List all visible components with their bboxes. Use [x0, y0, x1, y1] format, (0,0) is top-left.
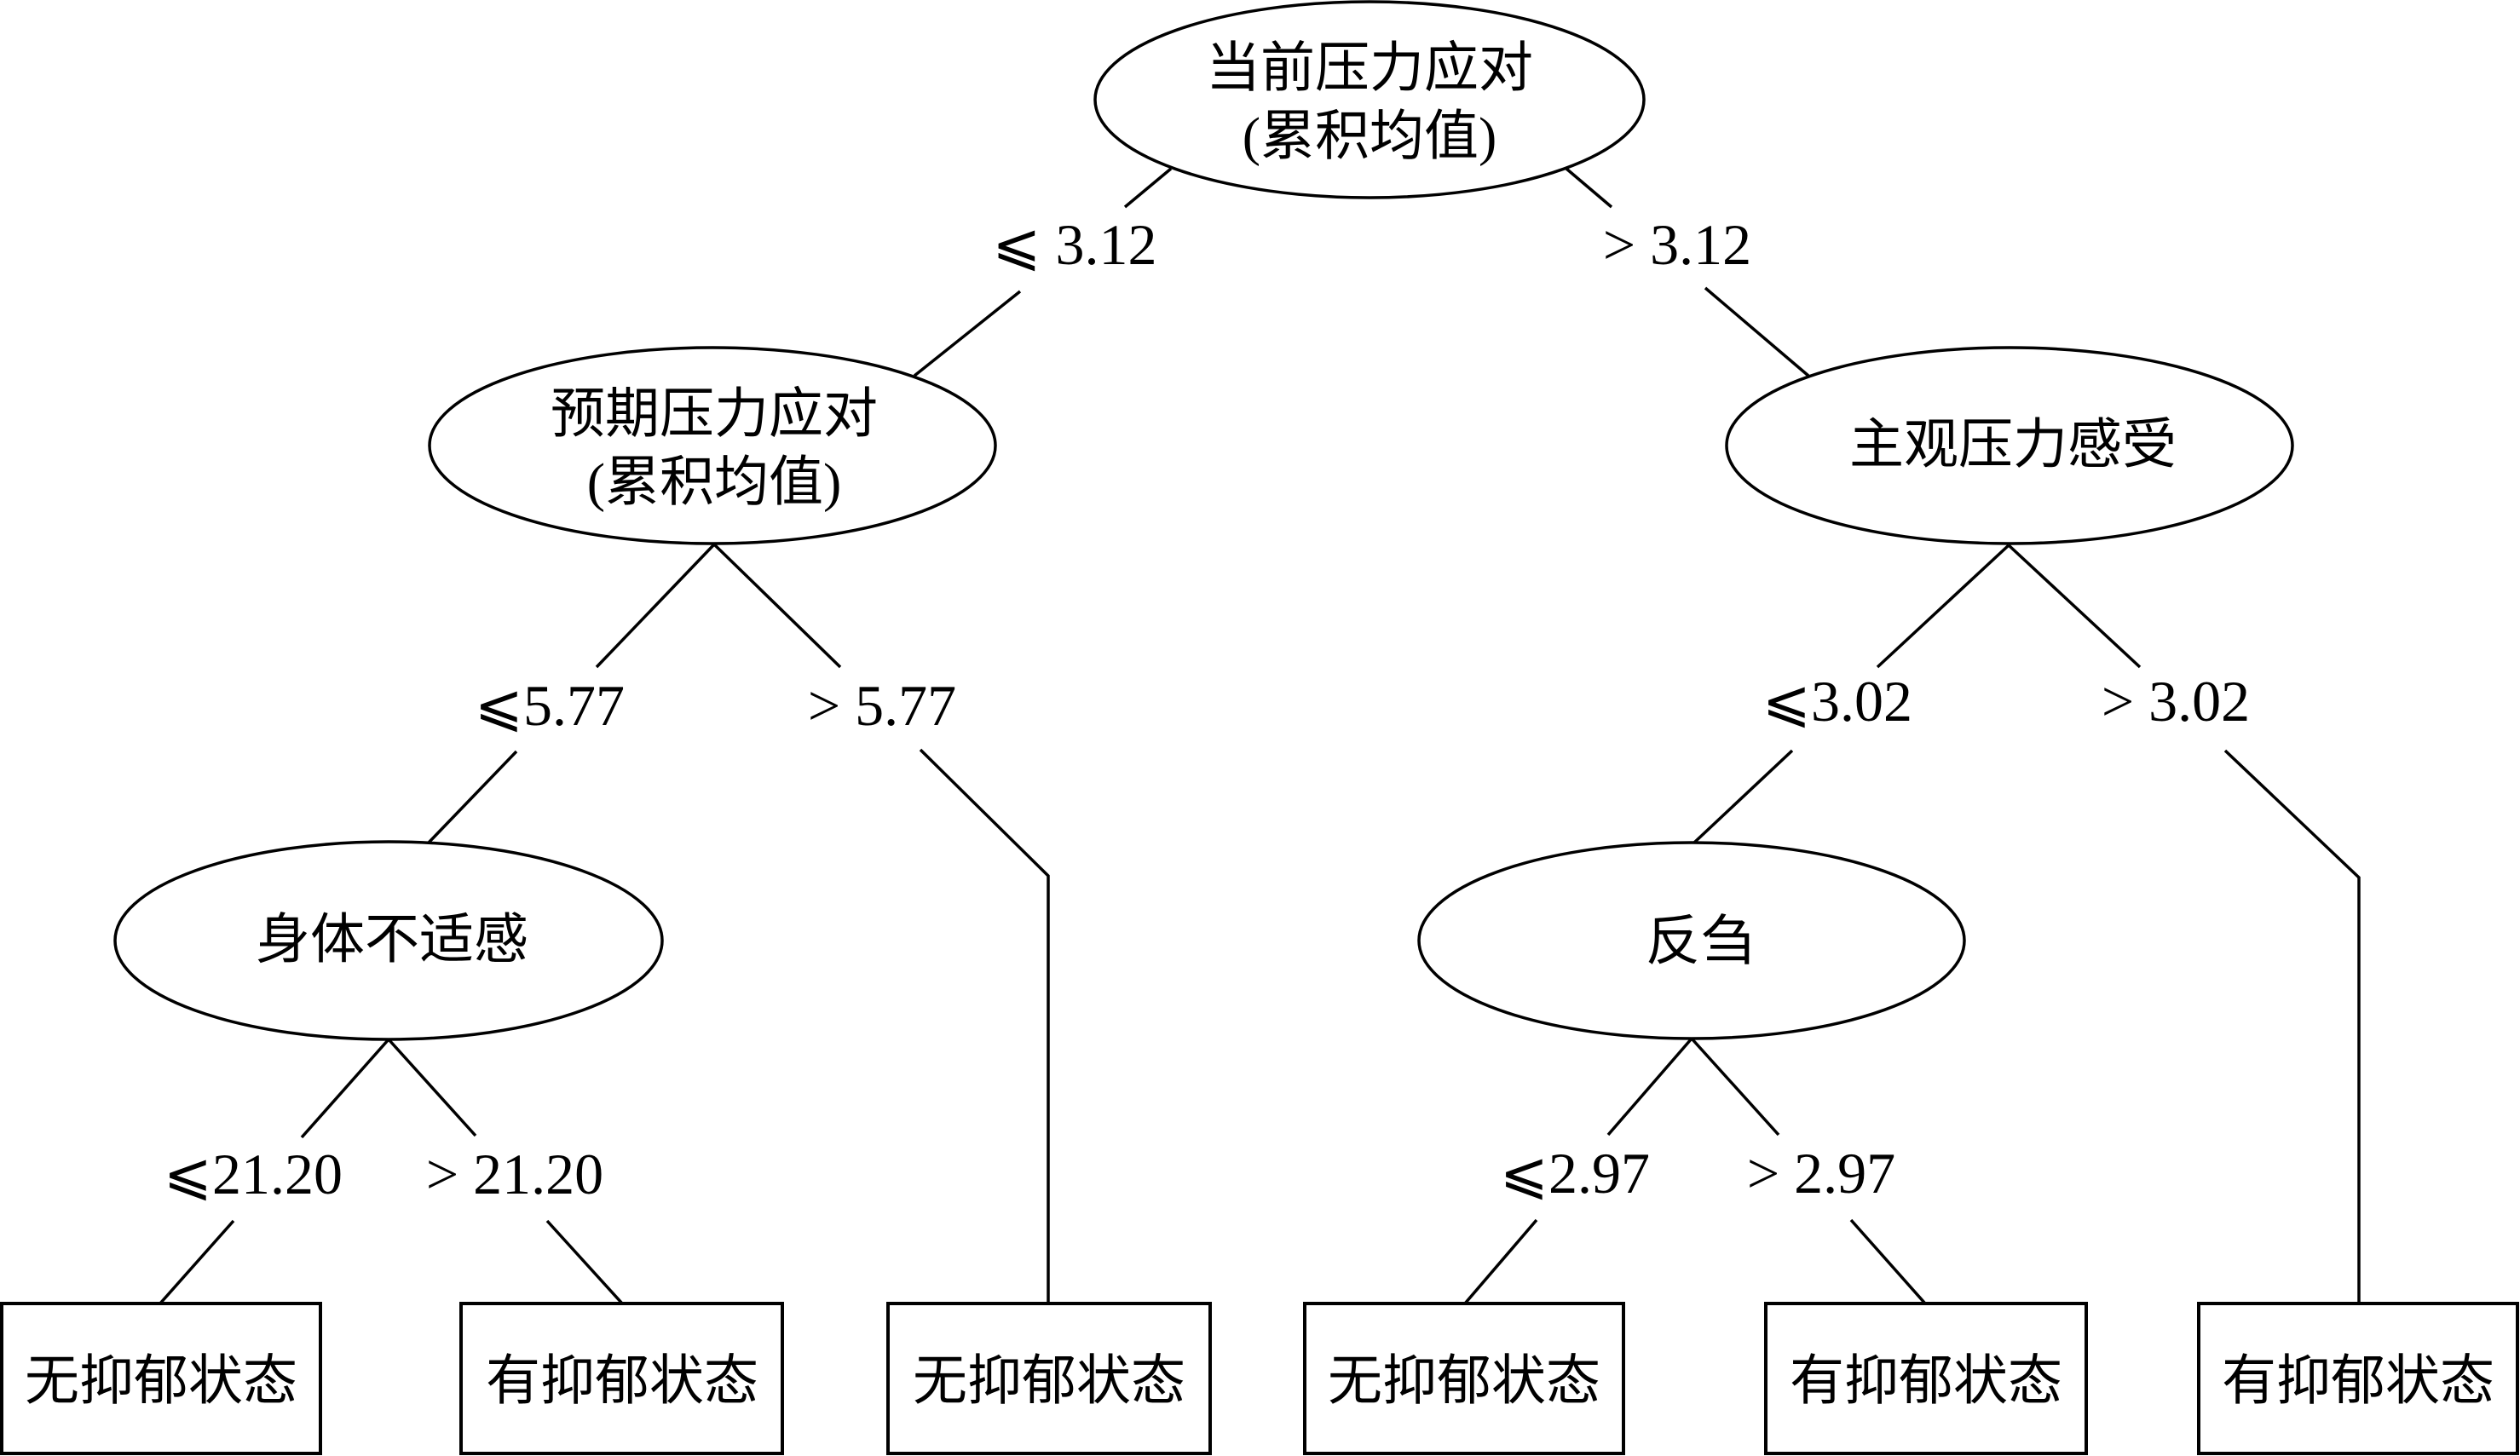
edge-anticipatory-left [427, 543, 716, 844]
node-label-line: 当前压力应对 [1206, 38, 1533, 99]
node-label-line: 反刍 [1646, 912, 1755, 972]
leaf-node: 无抑郁状态 [1303, 1302, 1625, 1455]
branch-condition-label: > 3.02 [2102, 669, 2250, 734]
edge-subjective-right [2007, 544, 2361, 1303]
edge-segment [158, 1219, 235, 1306]
leaf-node: 有抑郁状态 [1764, 1302, 2088, 1455]
leaf-node: 无抑郁状态 [886, 1302, 1212, 1455]
branch-condition-label: ⩽21.20 [164, 1142, 343, 1206]
node-ellipse [1093, 0, 1646, 199]
node-label-line: (累积均值) [1243, 106, 1497, 167]
leaf-node: 有抑郁状态 [459, 1302, 784, 1455]
edge-segment [427, 750, 518, 844]
node-label-line: 身体不适感 [256, 910, 528, 970]
node-label-line: (累积均值) [587, 452, 842, 513]
leaf-box [1303, 1302, 1625, 1455]
edge-segment [2007, 544, 2142, 669]
leaf-node: 有抑郁状态 [2197, 1302, 2519, 1455]
edge-segment [1690, 1037, 1780, 1137]
branch-condition-label: > 2.97 [1747, 1141, 1895, 1206]
edge-segment [2223, 749, 2361, 1303]
edge-segment [545, 1219, 625, 1306]
edge-segment [712, 543, 842, 669]
edge-segment [387, 1038, 477, 1137]
edge-rumination-left [1463, 1037, 1693, 1305]
edge-segment [1123, 167, 1173, 209]
edge-segment [1463, 1218, 1538, 1305]
branch-condition-label: > 21.20 [426, 1142, 603, 1206]
leaf-node: 无抑郁状态 [0, 1302, 322, 1455]
branch-condition-label: ⩽2.97 [1500, 1141, 1650, 1206]
node-ellipse [1417, 841, 1966, 1040]
leaf-box [459, 1302, 784, 1455]
edge-discomfort-right [387, 1038, 625, 1306]
branch-condition-label: ⩽ 3.12 [993, 212, 1157, 277]
edge-segment [1704, 286, 1810, 377]
edge-subjective-left [1692, 544, 2010, 844]
node-label-line: 主观压力感受 [1849, 415, 2177, 475]
leaf-box [1764, 1302, 2088, 1455]
edge-segment [913, 290, 1022, 377]
decision-node-anticipatory-stress-coping: 预期压力应对 (累积均值) [428, 346, 997, 545]
edge-segment [595, 543, 716, 669]
edge-root-left [913, 167, 1173, 377]
edge-anticipatory-right [712, 543, 1050, 1303]
edge-discomfort-left [158, 1038, 390, 1306]
leaf-label: 有抑郁状态 [486, 1351, 758, 1412]
leaf-label: 无抑郁状态 [1328, 1351, 1600, 1412]
node-ellipse [113, 840, 664, 1041]
decision-node-subjective-stress: 主观压力感受 [1725, 346, 2294, 545]
node-ellipse [1725, 346, 2294, 545]
decision-node-physical-discomfort: 身体不适感 [113, 840, 664, 1041]
edge-segment [1876, 544, 2010, 669]
branch-condition-label: > 3.12 [1603, 212, 1751, 277]
edge-segment [1565, 167, 1613, 209]
edge-segment [919, 748, 1050, 1303]
leaf-box [0, 1302, 322, 1455]
leaf-label: 有抑郁状态 [2222, 1351, 2494, 1412]
edge-segment [300, 1038, 390, 1139]
edge-segment [1606, 1037, 1693, 1137]
branch-condition-label: ⩽3.02 [1762, 669, 1912, 734]
edge-segment [1692, 749, 1794, 844]
leaf-label: 有抑郁状态 [1790, 1351, 2062, 1412]
node-label-line: 预期压力应对 [551, 384, 878, 445]
leaf-label: 无抑郁状态 [913, 1351, 1185, 1412]
leaf-label: 无抑郁状态 [25, 1351, 297, 1412]
edge-rumination-right [1690, 1037, 1927, 1305]
node-ellipse [428, 346, 997, 545]
branch-condition-label: ⩽5.77 [475, 673, 625, 738]
leaf-box [886, 1302, 1212, 1455]
decision-node-current-stress-coping: 当前压力应对 (累积均值) [1093, 0, 1646, 199]
edge-segment [1849, 1218, 1927, 1305]
edge-root-right [1565, 167, 1810, 377]
decision-node-rumination: 反刍 [1417, 841, 1966, 1040]
leaf-box [2197, 1302, 2519, 1455]
branch-condition-label: > 5.77 [808, 673, 956, 738]
